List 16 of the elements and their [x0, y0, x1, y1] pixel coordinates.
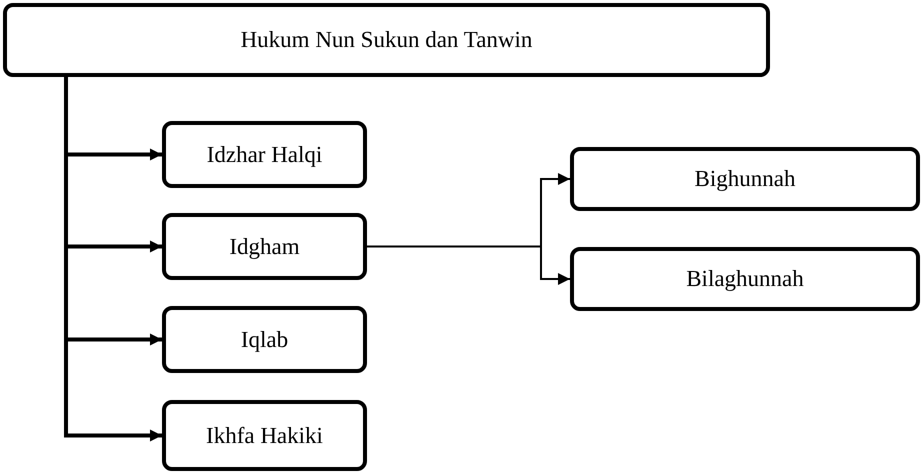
process-box [570, 147, 920, 211]
node-label: Hukum Nun Sukun dan Tanwin [240, 27, 532, 53]
process-box [162, 213, 367, 280]
node-label: Bilaghunnah [686, 266, 804, 292]
node-label: Ikhfa Hakiki [206, 422, 323, 448]
node-label: Bighunnah [694, 166, 796, 192]
process-box [162, 306, 367, 373]
process-box [162, 121, 367, 188]
node-label: Iqlab [240, 326, 288, 352]
process-box [162, 400, 367, 471]
arrow [367, 246, 570, 285]
process-box [3, 3, 770, 77]
node-label: Idgham [229, 234, 300, 260]
node-label: Idzhar Halqi [206, 142, 322, 168]
arrow [64, 77, 162, 442]
process-box [570, 247, 920, 311]
